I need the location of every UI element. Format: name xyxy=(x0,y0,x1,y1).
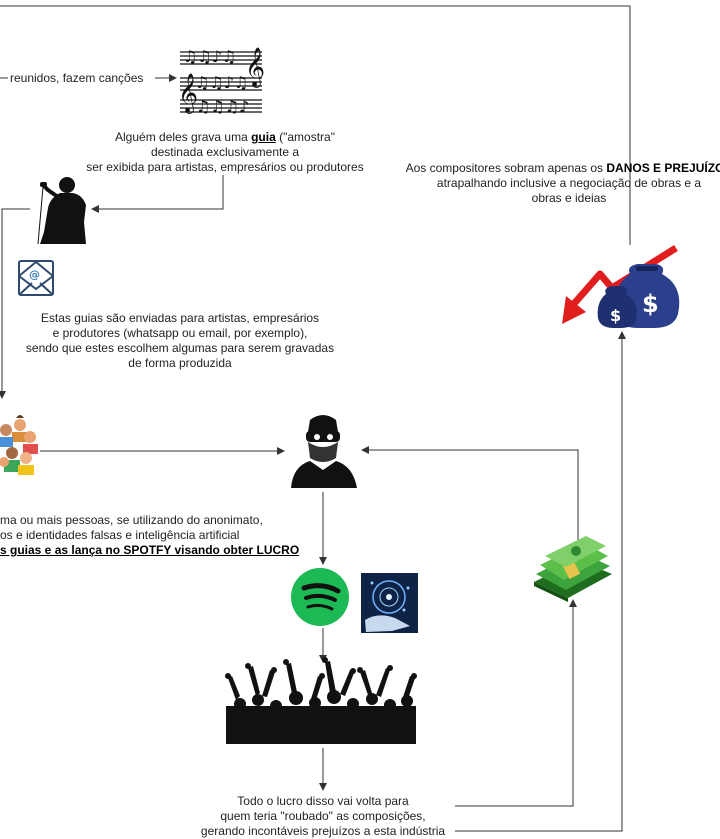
send-line-2: e produtores (whatsapp ou email, por exe… xyxy=(52,326,308,340)
svg-text:𝄞: 𝄞 xyxy=(245,47,265,88)
connector-guide-to-singer xyxy=(91,175,224,213)
thief-line-3: s guias e as lança no SPOTFY visando obt… xyxy=(0,543,300,557)
composers-label: reunidos, fazem canções xyxy=(10,71,143,86)
guide-line-3: ser exibida para artistas, empresários o… xyxy=(86,160,364,174)
profit-label: Todo o lucro disso vai volta para quem t… xyxy=(188,794,458,839)
concert-crowd-icon xyxy=(225,657,417,744)
svg-text:♫♫♪♫: ♫♫♪♫ xyxy=(183,47,236,66)
losses-line-3: obras e ideias xyxy=(531,191,607,205)
connector-profit-to-losses xyxy=(455,331,626,832)
money-bags-loss-icon: $ $ xyxy=(562,245,680,328)
connector-singer-to-group xyxy=(0,208,30,399)
connector-profit-to-cash xyxy=(455,599,577,807)
svg-text:𝄞: 𝄞 xyxy=(178,73,198,114)
svg-text:@: @ xyxy=(29,268,40,281)
svg-text:♫♫♫♪: ♫♫♫♪ xyxy=(196,97,249,116)
ai-hand-icon xyxy=(361,573,418,633)
connectors xyxy=(0,5,631,832)
losses-line-2: atrapalhando inclusive a negociação de o… xyxy=(436,176,702,190)
svg-text:$: $ xyxy=(610,306,621,325)
send-line-3: sendo que estes escolhem algumas para se… xyxy=(25,341,335,355)
masked-thief-icon xyxy=(291,415,357,488)
singer-silhouette-icon xyxy=(37,177,86,245)
guide-label: Alguém deles grava uma guia ("amostra" d… xyxy=(60,130,390,175)
connector-top-loop xyxy=(0,5,631,245)
svg-text:$: $ xyxy=(642,290,659,318)
spotify-logo-icon xyxy=(291,568,349,626)
thief-line-2: os e identidades falsas e inteligência a… xyxy=(0,528,240,542)
music-notes-icon: 𝄞 𝄞 ♫♫♪♫ ♫♫♪♫ ♫♫♫♪ xyxy=(178,47,265,116)
guide-line-2: destinada exclusivamente a xyxy=(150,145,300,159)
losses-label: Aos compositores sobram apenas os DANOS … xyxy=(384,161,720,206)
profit-line-3: gerando incontáveis prejuízos a esta ind… xyxy=(200,824,446,838)
profit-line-2: quem teria "roubado" as composições, xyxy=(220,809,426,823)
cash-stack-icon xyxy=(534,536,612,602)
connector-cash-to-thief xyxy=(361,446,579,540)
guide-line-1: Alguém deles grava uma guia ("amostra" xyxy=(115,130,335,144)
composers-text: reunidos, fazem canções xyxy=(10,71,144,85)
svg-text:♫♫♪♫: ♫♫♪♫ xyxy=(195,73,248,92)
send-label: Estas guias são enviadas para artistas, … xyxy=(10,311,350,371)
send-line-1: Estas guias são enviadas para artistas, … xyxy=(40,311,320,325)
profit-line-1: Todo o lucro disso vai volta para xyxy=(237,794,409,808)
people-group-icon xyxy=(0,415,38,475)
thief-label: ma ou mais pessoas, se utilizando do ano… xyxy=(0,513,299,558)
losses-line-1: Aos compositores sobram apenas os DANOS … xyxy=(405,161,720,175)
thief-line-1: ma ou mais pessoas, se utilizando do ano… xyxy=(0,513,263,527)
email-icon: @ xyxy=(18,260,54,296)
send-line-4: de forma produzida xyxy=(128,356,232,370)
